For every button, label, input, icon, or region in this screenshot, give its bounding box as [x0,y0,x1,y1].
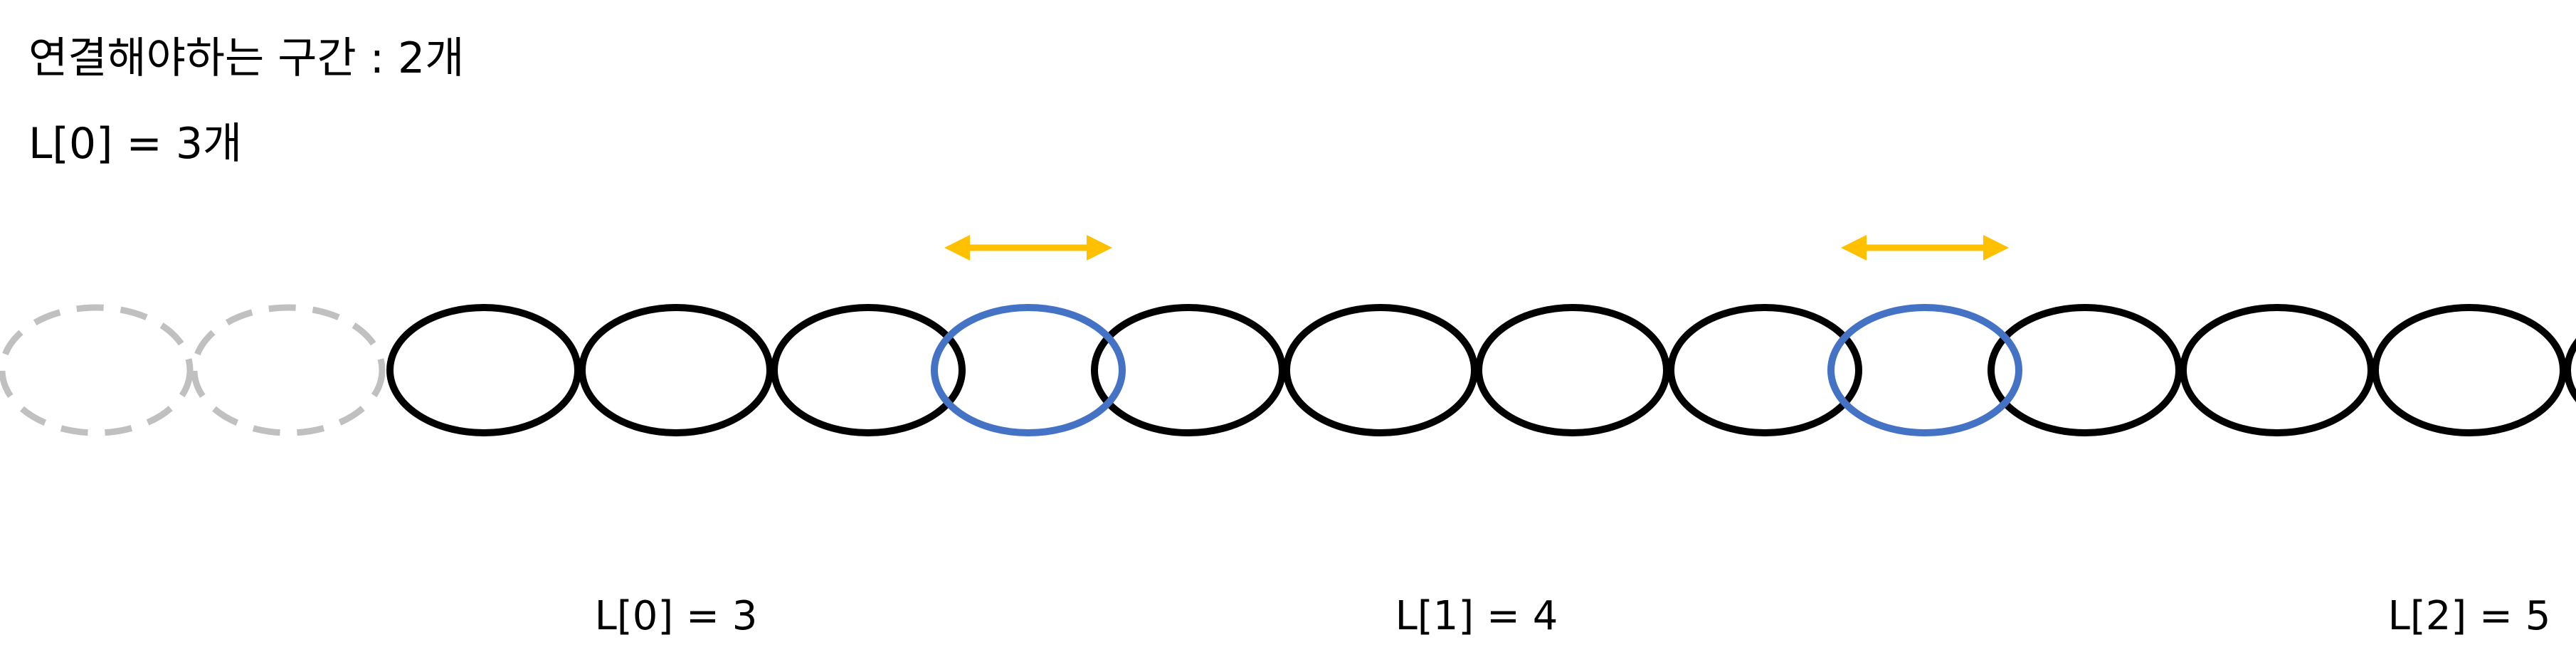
chain-0-link-1 [386,304,581,436]
chain-2-link-4 [2564,338,2576,402]
chain-1-link-4 [1667,304,1862,436]
section-count-title: 연결해야하는 구간 : 2개 [28,33,465,83]
connector-link-2 [1827,304,2022,436]
chain-0-link-2 [579,304,774,436]
removed-link-1 [0,304,194,436]
l0-count-subtitle: L[0] = 3개 [28,119,243,169]
chain-1-link-3 [1475,304,1670,436]
chain-0-link-3 [771,304,966,436]
chain-2-link-2 [2180,304,2375,436]
chain-1-link-1 [1091,304,1286,436]
chain-2-link-1 [1988,304,2182,436]
removed-link-2 [191,304,386,436]
connector-link-1 [931,304,1126,436]
chain-2-link-3 [2372,304,2567,436]
chain-1-link-2 [1283,304,1478,436]
chain-label-l0: L[0] = 3 [594,593,758,639]
chain-label-l2: L[2] = 5 [2387,593,2551,639]
chain-label-l1: L[1] = 4 [1395,593,1558,639]
